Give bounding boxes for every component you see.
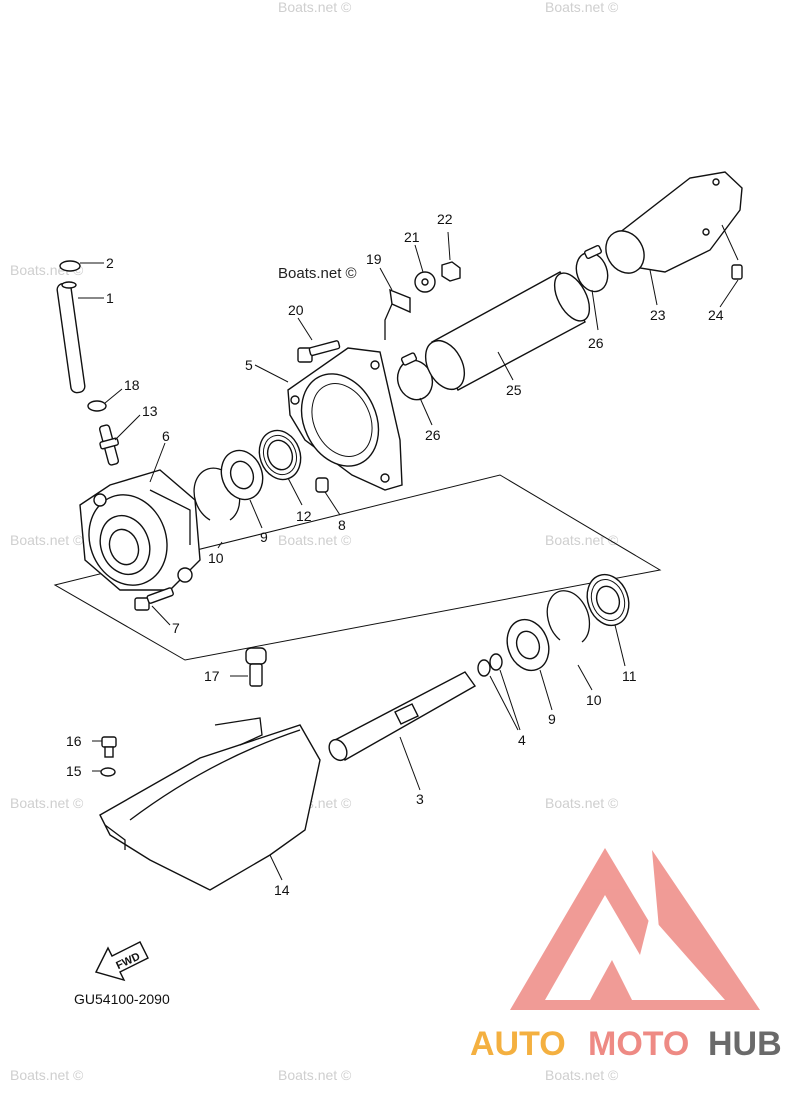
part-dowel-pin [315, 477, 329, 493]
brand-text-auto: AUTO [470, 1025, 566, 1063]
part-clip-lower [87, 400, 107, 412]
callout-12: 12 [296, 508, 312, 524]
watermark: Boats.net © [10, 795, 84, 811]
callout-10-upper: 10 [208, 550, 224, 566]
callout-1: 1 [106, 290, 114, 306]
watermark: Boats.net © [10, 1067, 84, 1083]
callout-26-right: 26 [588, 335, 604, 351]
callout-23: 23 [650, 307, 666, 323]
part-oil-seal-upper [220, 449, 264, 501]
part-clip-top [59, 260, 81, 272]
watermark: Boats.net © [278, 532, 352, 548]
part-circlip-upper [193, 467, 241, 521]
watermark: Boats.net © [278, 0, 352, 15]
callout-13: 13 [142, 403, 158, 419]
assembly-frame [53, 474, 662, 661]
part-nut [441, 261, 461, 282]
callout-4: 4 [518, 732, 526, 748]
callout-22: 22 [437, 211, 453, 227]
callout-21: 21 [404, 229, 420, 245]
brand-logo-mark [510, 848, 760, 1010]
diagram-code: GU54100-2090 [74, 991, 170, 1007]
leader-lines [78, 224, 739, 881]
callout-6: 6 [162, 428, 170, 444]
part-cover [99, 717, 321, 891]
callout-numbers: 2 1 18 13 6 7 5 20 19 21 22 10 9 12 8 26… [66, 211, 724, 898]
callout-9-upper: 9 [260, 529, 268, 545]
callout-10-lower: 10 [586, 692, 602, 708]
part-o-rings [477, 653, 503, 677]
part-drive-shaft [328, 671, 477, 762]
part-oil-seal-lower [506, 618, 550, 672]
part-bolt-7 [134, 587, 174, 611]
part-housing-plate [287, 347, 403, 491]
callout-20: 20 [288, 302, 304, 318]
part-circlip-lower [546, 590, 591, 643]
brand-text-moto: MOTO [588, 1025, 689, 1063]
part-screw [731, 264, 743, 280]
callout-26-left: 26 [425, 427, 441, 443]
callout-18: 18 [124, 377, 140, 393]
watermark: Boats.net © [545, 795, 619, 811]
callout-3: 3 [416, 791, 424, 807]
callout-8: 8 [338, 517, 346, 533]
callout-25: 25 [506, 382, 522, 398]
callout-14: 14 [274, 882, 290, 898]
watermark: Boats.net © [545, 0, 619, 15]
part-bearing-lower [586, 573, 630, 627]
part-hose-clamp-right [575, 244, 609, 293]
fwd-arrow-icon: FWD [94, 941, 149, 982]
brand-text-hub: HUB [708, 1025, 782, 1063]
callout-19: 19 [366, 251, 382, 267]
part-plug [245, 647, 267, 687]
part-bearing-housing [79, 469, 201, 591]
callout-5: 5 [245, 357, 253, 373]
part-rubber-tube [424, 271, 591, 391]
part-bolt-16 [101, 736, 117, 758]
part-hose [56, 281, 86, 394]
watermark: Boats.net © [545, 1067, 619, 1083]
callout-11: 11 [622, 668, 637, 684]
watermark: Boats.net © [545, 532, 619, 548]
callout-9-lower: 9 [548, 711, 556, 727]
part-bolt-20 [297, 340, 341, 363]
callout-7: 7 [172, 620, 180, 636]
brand-wordmark: AUTO MOTO HUB [470, 1025, 782, 1063]
callout-2: 2 [106, 255, 114, 271]
callout-15: 15 [66, 763, 82, 779]
part-washer [414, 271, 436, 293]
watermark-dark: Boats.net © [278, 265, 357, 282]
part-nipple-fitting [98, 424, 120, 466]
part-washer-15 [100, 767, 116, 777]
callout-17: 17 [204, 668, 220, 684]
callout-24: 24 [708, 307, 724, 323]
callout-16: 16 [66, 733, 82, 749]
part-elbow-duct [605, 171, 743, 274]
part-bracket [384, 288, 411, 340]
watermark: Boats.net © [10, 532, 84, 548]
watermark: Boats.net © [278, 1067, 352, 1083]
